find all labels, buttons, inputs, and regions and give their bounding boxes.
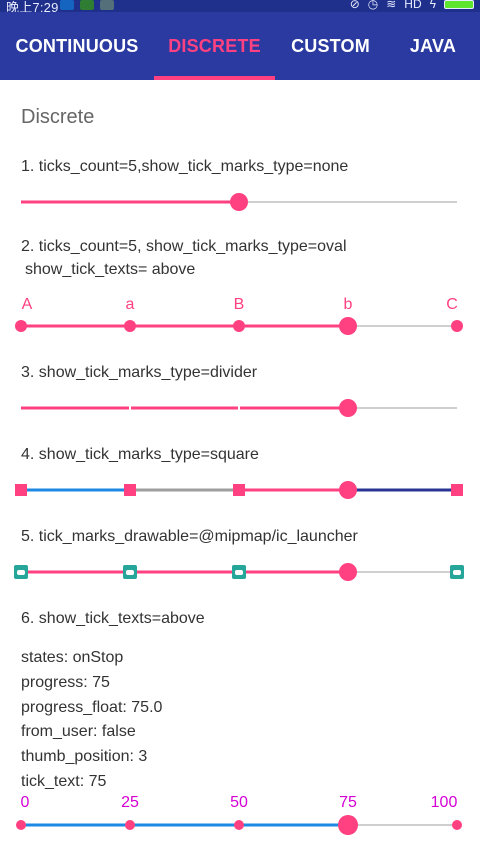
network-type: HD: [404, 0, 422, 11]
readout-from-user: from_user: false: [21, 723, 136, 741]
battery-icon: [444, 0, 474, 9]
example-6-label: 6. show_tick_texts=above: [21, 610, 205, 627]
seekbar-6-tick-mark: [125, 820, 135, 830]
seekbar-3-graphic: [21, 399, 457, 417]
example-2-label-line2: show_tick_texts= above: [25, 261, 196, 278]
seekbar-6-tick-text: 100: [430, 794, 458, 811]
seekbar-2-tick-mark: [15, 320, 27, 332]
seekbar-4[interactable]: [0, 471, 480, 511]
seekbar-2-graphic: [15, 317, 463, 335]
seekbar-6-tick-mark: [16, 820, 26, 830]
example-3-label: 3. show_tick_marks_type=divider: [21, 364, 258, 381]
readout-progress-float: progress_float: 75.0: [21, 698, 163, 716]
android-launcher-icon: [232, 565, 246, 579]
seekbar-6-tick-text: 75: [339, 794, 357, 811]
tab-discrete[interactable]: DISCRETE: [168, 35, 261, 56]
seekbar-5-graphic: [14, 563, 464, 581]
seekbar-1-thumb[interactable]: [230, 193, 248, 211]
seekbar-4-tick-mark: [233, 484, 245, 496]
seekbar-4-thumb[interactable]: [339, 481, 357, 499]
document-icon: [100, 0, 114, 10]
readout-thumb-position: thumb_position: 3: [21, 748, 148, 766]
system-icons: ⊘ ◷ ≋ HD ϟ: [350, 0, 474, 11]
seekbar-1[interactable]: [0, 183, 480, 223]
seekbar-2-tick-text: b: [343, 296, 353, 313]
seekbar-2-thumb[interactable]: [339, 317, 357, 335]
alarm-icon: ◷: [367, 0, 379, 11]
tab-indicator: [154, 76, 275, 80]
example-4-label: 4. show_tick_marks_type=square: [21, 446, 259, 463]
seekbar-2-tick-text: C: [446, 296, 458, 313]
seekbar-2-tick-mark: [451, 320, 463, 332]
seekbar-2-tick-text: a: [125, 296, 135, 313]
android-icon: [80, 0, 94, 10]
tab-bar: CONTINUOUS DISCRETE CUSTOM JAVA: [0, 12, 480, 80]
charging-icon: ϟ: [429, 0, 436, 11]
seekbar-6-tick-text: 25: [121, 794, 139, 811]
seekbar-5[interactable]: [0, 553, 480, 593]
seekbar-2-tick-mark: [233, 320, 245, 332]
seekbar-3[interactable]: [0, 389, 480, 429]
seekbar-6-tick-text: 50: [230, 794, 248, 811]
status-bar: 晚上7:29 ⊘ ◷ ≋ HD ϟ: [0, 0, 480, 15]
notification-icons: [60, 0, 114, 10]
tab-java[interactable]: JAVA: [409, 35, 457, 56]
mute-icon: ⊘: [349, 0, 360, 11]
readout-tick-text: tick_text: 75: [21, 772, 107, 790]
wifi-icon: ≋: [386, 0, 397, 11]
seekbar-6[interactable]: [0, 806, 480, 843]
android-launcher-icon: [14, 565, 28, 579]
seekbar-1-graphic: [21, 193, 457, 211]
seekbar-4-tick-mark: [124, 484, 136, 496]
status-time: 晚上7:29: [6, 0, 59, 15]
usb-icon: [60, 0, 74, 10]
seekbar-3-divider: [129, 403, 131, 413]
seekbar-4-tick-mark: [15, 484, 27, 496]
seek-params-readout: states: onStop progress: 75 progress_flo…: [21, 646, 162, 795]
seekbar-6-tick-text: 0: [20, 794, 30, 811]
readout-progress: progress: 75: [21, 673, 110, 691]
seekbar-2-tick-text: A: [21, 296, 33, 313]
page-title: Discrete: [21, 106, 95, 128]
example-5-label: 5. tick_marks_drawable=@mipmap/ic_launch…: [21, 528, 358, 545]
seekbar-2-tick-mark: [124, 320, 136, 332]
discrete-page: Discrete 1. ticks_count=5,show_tick_mark…: [0, 80, 480, 843]
seekbar-5-thumb[interactable]: [339, 563, 357, 581]
readout-states: states: onStop: [21, 649, 124, 666]
seekbar-6-thumb[interactable]: [338, 815, 358, 835]
example-1-label: 1. ticks_count=5,show_tick_marks_type=no…: [21, 158, 349, 175]
seekbar-6-graphic: [16, 815, 462, 835]
android-launcher-icon: [123, 565, 137, 579]
seekbar-6-tick-mark: [234, 820, 244, 830]
example-2-label-line1: 2. ticks_count=5, show_tick_marks_type=o…: [21, 238, 347, 255]
tab-continuous[interactable]: CONTINUOUS: [15, 35, 139, 56]
seekbar-2[interactable]: [0, 307, 480, 347]
seekbar-3-divider: [238, 403, 240, 413]
seekbar-3-thumb[interactable]: [339, 399, 357, 417]
seekbar-4-graphic: [15, 481, 463, 499]
tab-custom[interactable]: CUSTOM: [291, 35, 370, 56]
android-launcher-icon: [450, 565, 464, 579]
seekbar-6-tick-mark: [452, 820, 462, 830]
seekbar-4-tick-mark: [451, 484, 463, 496]
seekbar-2-tick-text: B: [233, 296, 245, 313]
